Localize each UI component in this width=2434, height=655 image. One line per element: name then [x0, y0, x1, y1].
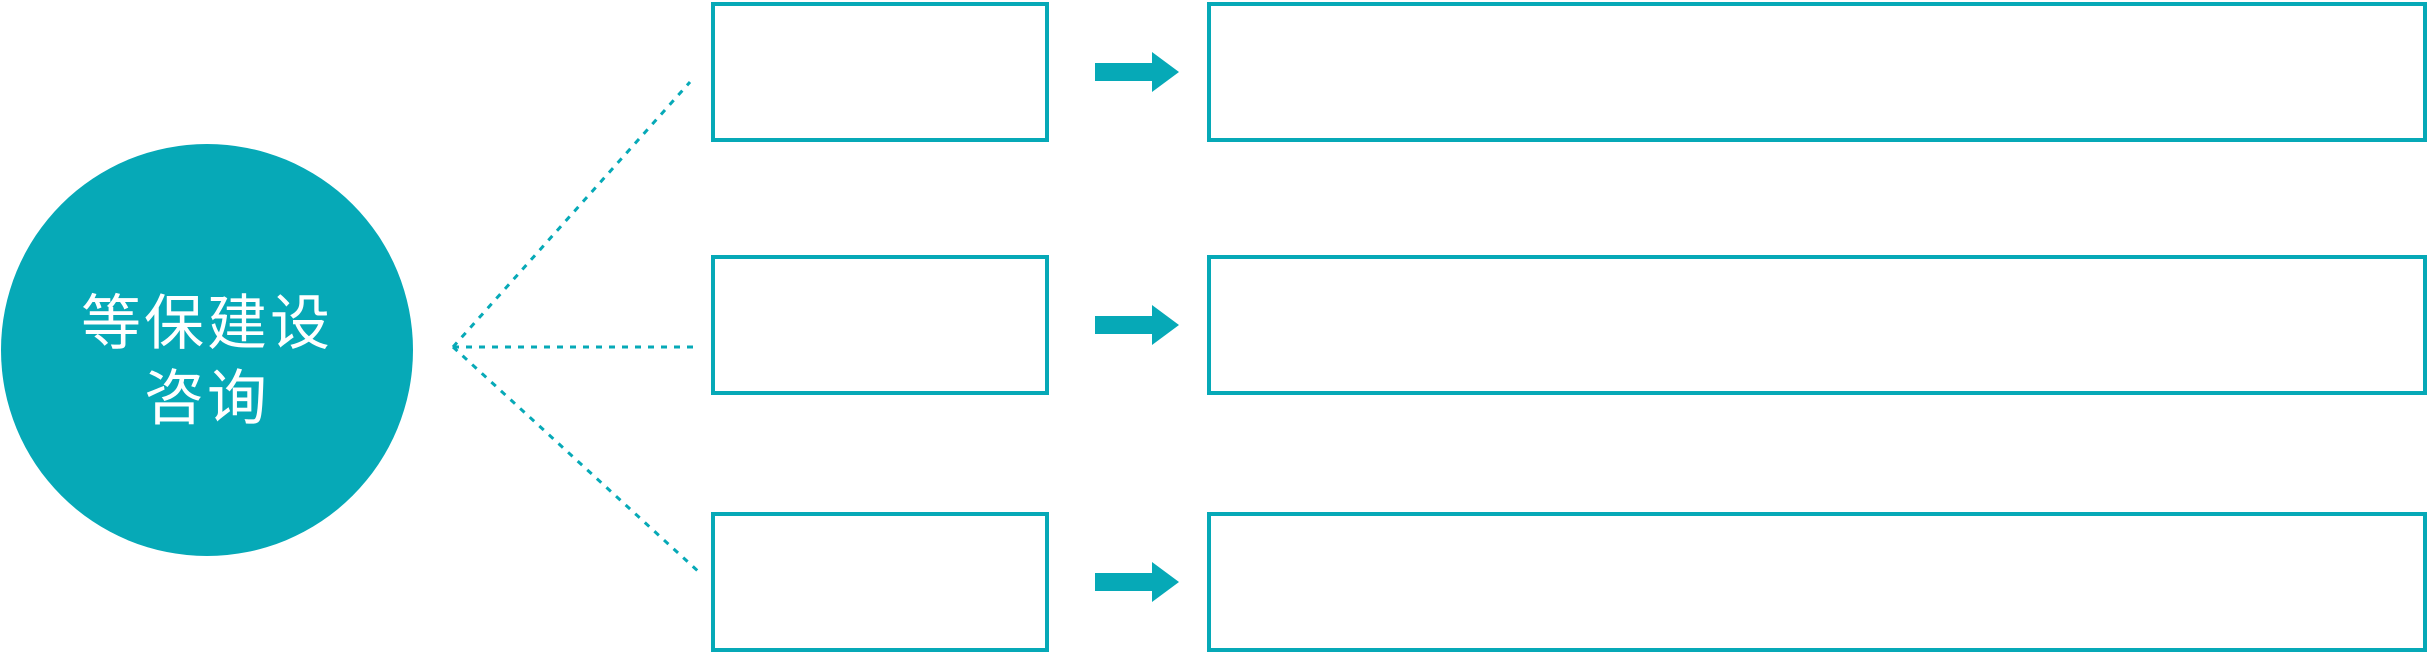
dotted-line-top [451, 81, 692, 348]
dotted-line-bottom [451, 345, 702, 575]
description-box-label [1211, 6, 2423, 138]
hub-circle: 等保建设 咨询 [1, 144, 413, 556]
step-box-label [715, 259, 1045, 391]
description-box-label [1211, 516, 2423, 648]
step-box-label [715, 516, 1045, 648]
hub-label-line1: 等保建设 [81, 289, 333, 359]
description-box [1207, 2, 2427, 142]
description-box [1207, 512, 2427, 652]
hub-label-line2: 咨询 [144, 364, 270, 434]
description-box-label [1211, 259, 2423, 391]
step-box-label [715, 6, 1045, 138]
description-box [1207, 255, 2427, 395]
step-box [711, 2, 1049, 142]
arrow-right-icon [1095, 305, 1179, 345]
step-box [711, 512, 1049, 652]
arrow-right-icon [1095, 52, 1179, 92]
step-box [711, 255, 1049, 395]
arrow-right-icon [1095, 562, 1179, 602]
